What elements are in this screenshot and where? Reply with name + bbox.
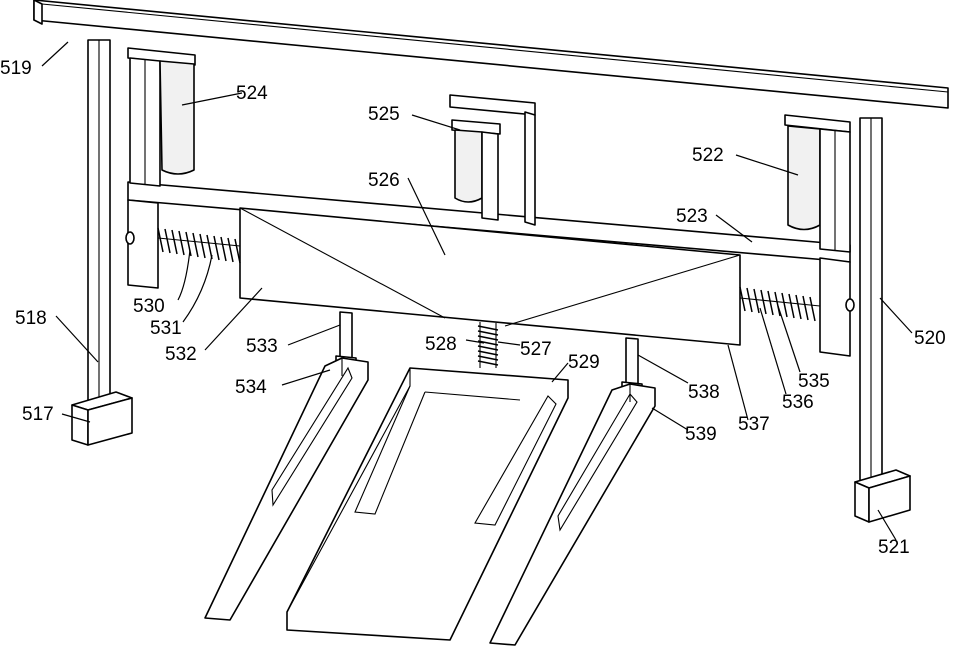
label-522: 522 [692,145,724,166]
left-leg [87,39,111,409]
label-517: 517 [22,404,54,425]
label-518: 518 [15,308,47,329]
label-519: 519 [0,58,32,79]
label-539: 539 [685,424,717,445]
label-528: 528 [425,334,457,355]
right-fork [489,383,656,646]
rod-left [335,311,357,365]
label-535: 535 [798,371,830,392]
label-532: 532 [165,344,197,365]
center-spring [477,322,499,368]
label-529: 529 [568,352,600,373]
left-fork [204,357,369,621]
label-520: 520 [914,328,946,349]
cylinder-left [127,47,196,187]
label-538: 538 [688,382,720,403]
right-spring [739,286,821,322]
label-531: 531 [150,318,182,339]
center-plate [286,367,569,641]
part-labels: 519 524 525 522 526 523 530 531 532 533 … [0,58,946,558]
label-534: 534 [235,377,267,398]
right-leg [859,117,883,487]
cylinder-middle [449,94,536,226]
label-525: 525 [368,104,400,125]
label-537: 537 [738,414,770,435]
top-beam [33,0,949,109]
label-530: 530 [133,296,165,317]
rod-right [621,337,643,391]
label-536: 536 [782,392,814,413]
label-526: 526 [368,170,400,191]
label-524: 524 [236,83,268,104]
left-foot [71,391,133,446]
wedge-block [239,207,741,346]
label-521: 521 [878,537,910,558]
left-spring [157,227,241,264]
label-523: 523 [676,206,708,227]
label-527: 527 [520,339,552,360]
leader-lines [41,41,913,541]
cylinder-right [784,114,851,253]
lower-frame [125,181,855,357]
label-533: 533 [246,336,278,357]
right-foot [854,469,911,523]
